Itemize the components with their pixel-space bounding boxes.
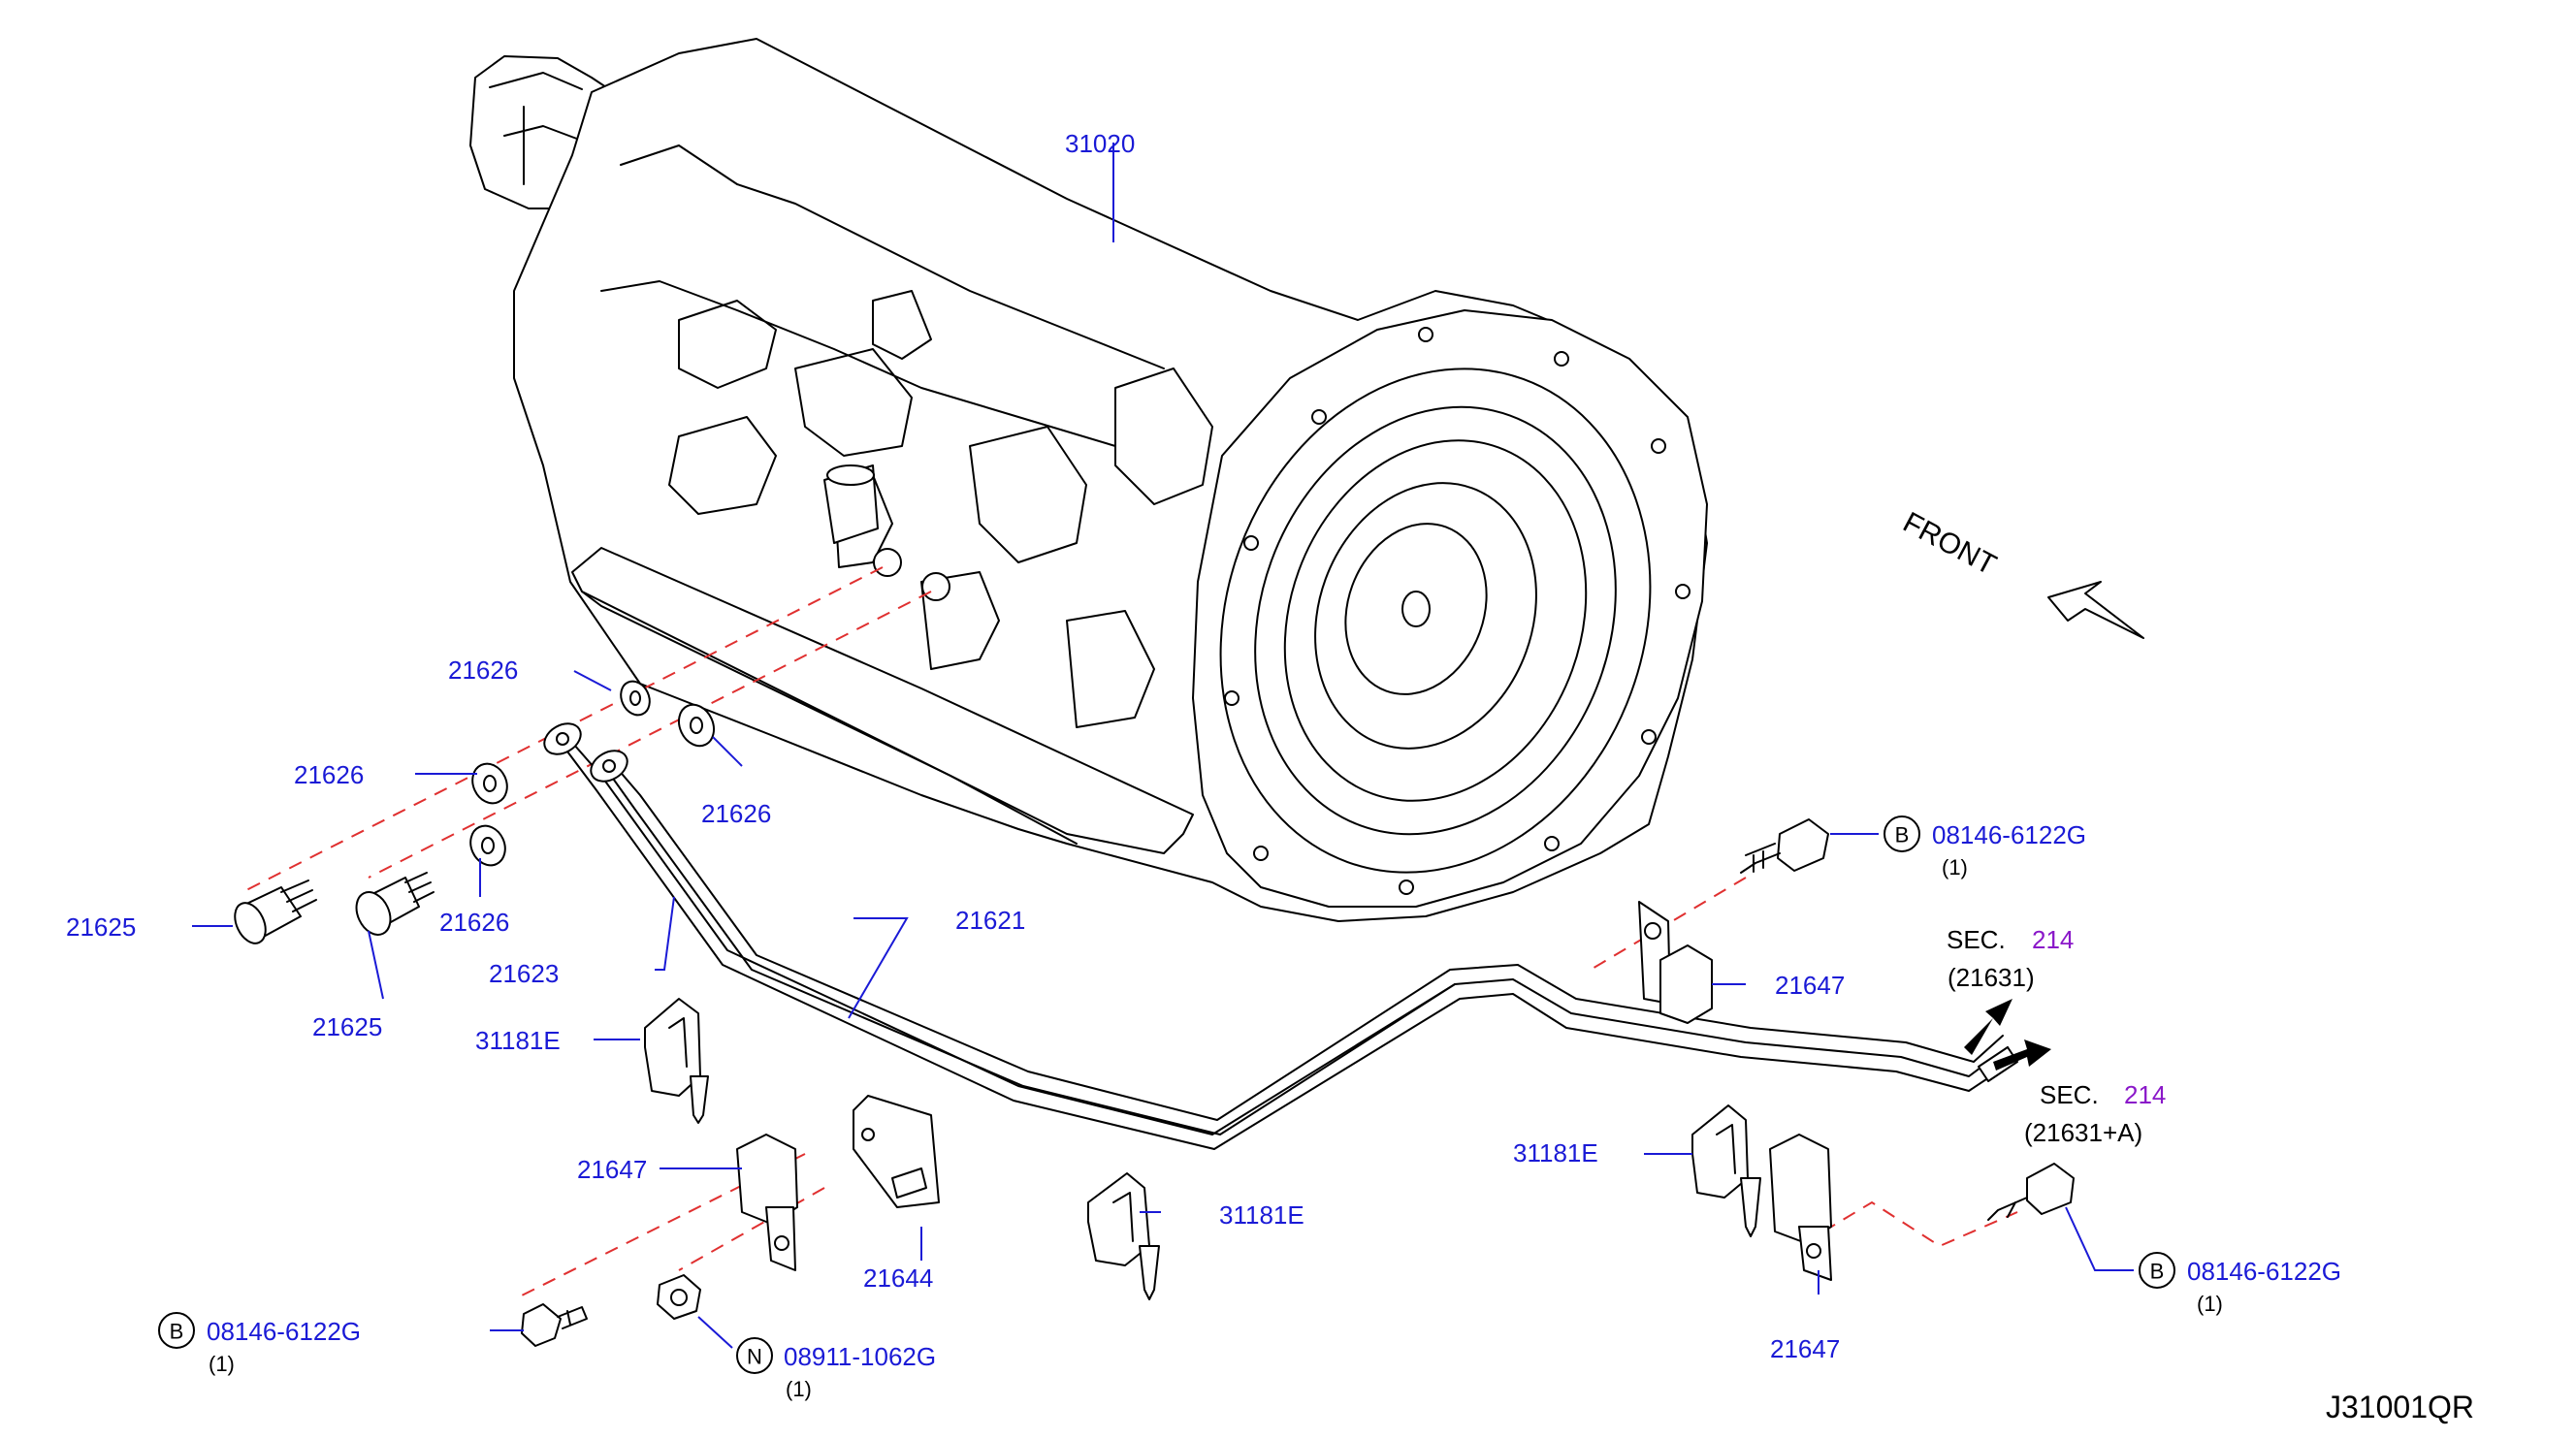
bracket-21647-right-top: [1638, 901, 1713, 1024]
section-subref: (21631+A): [2024, 1118, 2142, 1147]
badge-n-icon: [736, 1337, 773, 1374]
banjo-bolt-21625-b: [355, 872, 435, 936]
callout-21621: 21621: [955, 906, 1025, 935]
callout-21626-a: 21626: [448, 656, 518, 685]
washer-21626-d: [469, 824, 506, 867]
fastener-qty: (1): [1942, 855, 1968, 879]
callout-21625-a: 21625: [66, 912, 136, 942]
front-direction-indicator: FRONT: [1898, 506, 2144, 639]
callout-31181e-right: 31181E: [1513, 1138, 1598, 1167]
section-arrows: [1964, 999, 2051, 1071]
section-arrow-up-icon: [1964, 999, 2012, 1055]
badge-letter: B: [170, 1320, 184, 1344]
fastener-qty: (1): [786, 1377, 812, 1401]
section-prefix: SEC.: [2040, 1080, 2099, 1109]
badge-letter: B: [1895, 823, 1910, 847]
clip-31181e-mid: [1087, 1172, 1160, 1300]
badge-letter: B: [2150, 1260, 2165, 1284]
bolt-08146-6122g-right: [1987, 1163, 2075, 1221]
section-prefix: SEC.: [1947, 925, 2006, 954]
section-ref-lower: SEC. 214 (21631+A): [2024, 1080, 2166, 1147]
nut-08911-1062g: [657, 1274, 701, 1320]
section-arrow-right-icon: [1993, 1039, 2051, 1071]
diagram-id: J31001QR: [2326, 1390, 2474, 1424]
callout-31020: 31020: [1065, 129, 1135, 158]
fastener-part-number: 08911-1062G: [784, 1342, 936, 1371]
fastener-qty: (1): [2197, 1292, 2223, 1316]
section-number: 214: [2124, 1080, 2166, 1109]
fastener-callout-nut: N 08911-1062G (1): [736, 1337, 936, 1401]
front-label: FRONT: [1898, 506, 2002, 582]
callout-21647-right-top: 21647: [1775, 971, 1845, 1000]
fastener-part-number: 08146-6122G: [2187, 1257, 2341, 1286]
section-subref: (21631): [1948, 963, 2035, 992]
bracket-plate-21644: [853, 1095, 940, 1208]
cooler-tube-assembly: [543, 722, 2018, 1150]
callout-31181e-mid: 31181E: [1219, 1200, 1304, 1230]
section-references: SEC. 214 (21631) SEC. 214 (21631+A): [1947, 925, 2166, 1147]
callout-21626-b: 21626: [701, 799, 771, 828]
banjo-bolt-21625-a: [234, 879, 317, 944]
fastener-callout-bottom-left: B 08146-6122G (1): [158, 1312, 361, 1376]
callout-21644: 21644: [863, 1263, 933, 1293]
callout-21625-b: 21625: [312, 1012, 382, 1041]
washer-21626-a: [620, 680, 651, 717]
clip-31181e-left: [644, 998, 709, 1124]
bracket-21647-left: [736, 1134, 798, 1271]
section-number: 214: [2032, 925, 2074, 954]
callout-21626-c: 21626: [294, 760, 364, 789]
fastener-qty: (1): [209, 1352, 235, 1376]
fastener-callout-bottom-right: B 08146-6122G (1): [2139, 1252, 2341, 1316]
callout-labels: 31020 21626 21626 21626 21626 21625 2162…: [66, 129, 1845, 1363]
bolt-08146-6122g-top: [1740, 818, 1829, 874]
washer-21626-b: [678, 703, 715, 748]
fastener-callouts: B 08146-6122G (1) B 08146-6122G (1) B 08…: [158, 815, 2341, 1401]
section-ref-upper: SEC. 214 (21631): [1947, 925, 2074, 992]
leader-lines: [192, 143, 2134, 1349]
badge-b-icon: [2139, 1252, 2175, 1289]
bracket-21647-right-bottom: [1769, 1134, 1832, 1281]
badge-b-icon: [1884, 815, 1920, 852]
transmission-assembly: [469, 38, 1708, 922]
fastener-callout-top-right: B 08146-6122G (1): [1884, 815, 2086, 879]
front-arrow-icon: [2047, 581, 2144, 639]
callout-21647-left: 21647: [577, 1155, 647, 1184]
washer-21626-c: [471, 762, 508, 805]
clip-31181e-right: [1691, 1104, 1761, 1237]
callout-31181e-left: 31181E: [475, 1026, 561, 1055]
callout-21626-d: 21626: [439, 908, 509, 937]
badge-b-icon: [158, 1312, 195, 1349]
callout-21623: 21623: [489, 959, 559, 988]
fastener-part-number: 08146-6122G: [207, 1317, 361, 1346]
bolt-08146-6122g-bottom-left: [521, 1303, 588, 1347]
callout-21647-right-bottom: 21647: [1770, 1334, 1840, 1363]
fastener-part-number: 08146-6122G: [1932, 820, 2086, 849]
badge-letter: N: [747, 1345, 762, 1369]
